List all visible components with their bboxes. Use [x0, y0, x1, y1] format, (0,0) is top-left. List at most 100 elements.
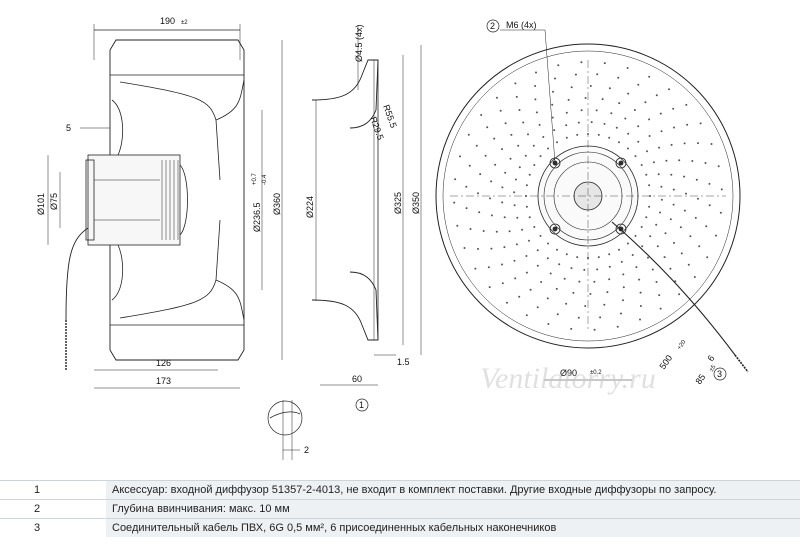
dim-depth-5: 5 [66, 123, 71, 133]
blade-dot [518, 295, 521, 298]
blade-dot [528, 173, 531, 176]
blade-dot [689, 235, 692, 238]
note-row-1: 1 Аксессуар: входной диффузор 51357-2-40… [0, 480, 800, 500]
blade-dot [538, 123, 541, 126]
blade-dot [527, 133, 529, 136]
blade-dot [637, 125, 640, 128]
blade-dot [490, 214, 493, 217]
blade-dot [525, 205, 528, 208]
blade-dot [593, 328, 596, 331]
blade-dot [501, 186, 504, 189]
blade-dot [547, 242, 550, 245]
blade-dot [551, 103, 554, 106]
blade-dot [468, 164, 471, 167]
blade-dot [536, 264, 539, 267]
blade-dot [627, 92, 630, 95]
blade-dot [504, 171, 507, 174]
blade-dot [635, 266, 638, 269]
blade-dot [469, 228, 472, 230]
blade-dot [467, 133, 470, 136]
note-num-2: 2 [0, 499, 106, 519]
blade-dot [518, 109, 521, 111]
blade-dot [535, 111, 538, 114]
blade-dot [622, 286, 625, 289]
blade-dot [708, 204, 711, 207]
blade-dot [680, 252, 683, 255]
blade-dot [486, 126, 489, 129]
blade-dot [490, 247, 493, 250]
blade-dot [626, 147, 629, 150]
blade-dot [655, 223, 658, 226]
blade-dot [479, 173, 482, 176]
blade-dot [694, 216, 697, 219]
blade-dot [659, 211, 662, 214]
blade-dot [556, 141, 558, 144]
blade-dot [565, 111, 568, 114]
inlet-ring-view: Ø4.5 (4x) R55.5 R29.5 Ø224 Ø325 Ø350 60 … [305, 24, 422, 412]
blade-dot [493, 137, 496, 140]
blade-dot [672, 203, 675, 206]
blade-dot [679, 226, 682, 229]
blade-dot [547, 323, 550, 325]
blade-dot [697, 142, 699, 145]
blade-dot [606, 291, 609, 294]
blade-dot [572, 291, 575, 294]
blade-dot [525, 184, 528, 187]
blade-dot [556, 313, 559, 316]
blade-dot [685, 192, 687, 195]
blade-dot [513, 259, 516, 262]
blade-dot [660, 130, 663, 133]
blade-dot [704, 162, 707, 164]
blade-dot [465, 207, 468, 210]
blade-dot [465, 185, 468, 188]
blade-dot [532, 144, 535, 147]
blade-dot [615, 126, 618, 129]
dim-d75: Ø75 [49, 193, 59, 210]
side-view: 190 ±2 5 Ø101 Ø75 [36, 16, 309, 460]
blade-dot [641, 245, 644, 248]
dim-cable-len: 500 [657, 353, 674, 371]
blade-dot [648, 75, 651, 78]
blade-dot [490, 180, 493, 183]
blade-dot [503, 246, 506, 249]
blade-dot [657, 173, 660, 176]
blade-dot [620, 312, 622, 315]
blade-dot [542, 136, 545, 138]
blade-dot [610, 112, 613, 115]
blade-dot [660, 185, 663, 188]
blade-dot [515, 95, 518, 98]
blade-dot [495, 230, 498, 233]
blade-dot [534, 98, 537, 101]
blade-dot [664, 232, 667, 235]
blade-dot [691, 160, 694, 162]
notes-table: 1 Аксессуар: входной диффузор 51357-2-40… [0, 480, 800, 537]
blade-dot [589, 85, 592, 87]
blade-dot [539, 155, 542, 158]
blade-dot [535, 71, 537, 74]
blade-dot [513, 204, 516, 207]
blade-dot [608, 265, 611, 268]
blade-dot [608, 278, 611, 281]
blade-dot [645, 173, 648, 176]
blade-dot [480, 114, 483, 116]
blade-dot [651, 268, 654, 271]
dim-len126: 126 [156, 358, 171, 368]
blade-dot [608, 136, 611, 139]
blade-dot [626, 242, 629, 245]
blade-dot [683, 142, 686, 145]
dim-d224: Ø224 [305, 196, 315, 218]
blade-dot [672, 188, 675, 191]
blade-dot [584, 97, 587, 99]
blade-dot [516, 216, 519, 219]
dim-d90: Ø90 [560, 368, 577, 378]
blade-dot [715, 234, 717, 237]
blade-dot [514, 277, 517, 280]
blade-dot [659, 112, 662, 115]
blade-dot [536, 306, 539, 309]
blade-dot [474, 267, 477, 270]
blade-dot [634, 155, 637, 158]
dim-len2: 2 [304, 445, 309, 455]
blade-dot [478, 211, 481, 214]
blade-dot [618, 141, 620, 144]
blade-dot [514, 82, 517, 85]
